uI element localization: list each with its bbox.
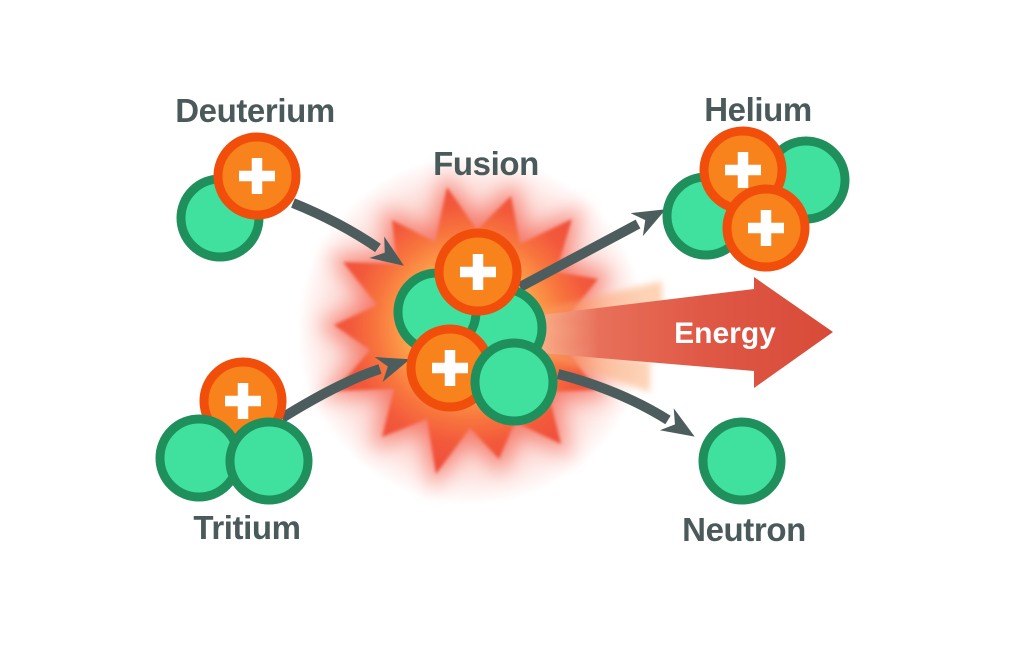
- energy-arrow: [540, 277, 833, 388]
- label-tritium: Tritium: [193, 509, 301, 546]
- arrow-fusion-to-helium: [517, 209, 666, 292]
- tritium-cluster: [155, 357, 313, 505]
- plus-icon: [725, 152, 761, 188]
- neutron-icon: [470, 338, 558, 426]
- label-helium: Helium: [704, 91, 812, 128]
- plus-icon: [748, 210, 784, 246]
- deuterium-cluster: [176, 132, 301, 262]
- label-fusion: Fusion: [433, 145, 539, 182]
- proton-icon: [722, 184, 810, 272]
- label-deuterium: Deuterium: [175, 92, 335, 129]
- proton-icon: [434, 228, 522, 316]
- arrow-deuterium-to-fusion: [291, 198, 404, 266]
- arrow-fusion-to-neutron: [556, 369, 695, 437]
- neutron-icon: [225, 417, 313, 505]
- plus-icon: [460, 254, 496, 290]
- plus-icon: [432, 350, 468, 386]
- label-neutron: Neutron: [682, 511, 806, 548]
- plus-icon: [225, 383, 261, 419]
- proton-icon: [213, 132, 301, 220]
- free-neutron-icon: [698, 417, 786, 505]
- fusion-core-cluster: [393, 228, 558, 426]
- arrow-tritium-to-fusion: [279, 357, 410, 423]
- plus-icon: [239, 158, 275, 194]
- helium-cluster: [662, 126, 850, 272]
- label-energy: Energy: [674, 317, 776, 350]
